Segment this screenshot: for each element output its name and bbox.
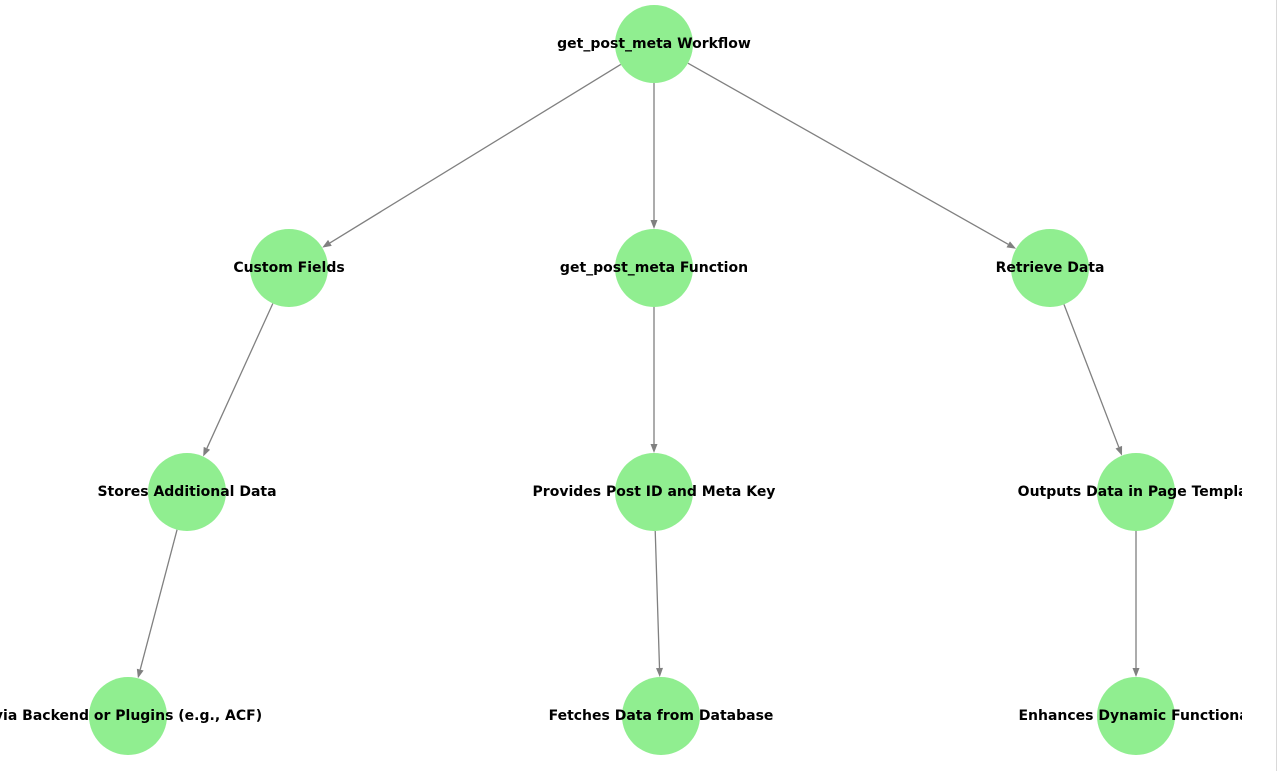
edge-stores-to-backend — [139, 529, 178, 670]
node-provides — [615, 453, 693, 531]
node-backend — [89, 677, 167, 755]
edge-custom-fields-to-stores — [206, 303, 274, 449]
node-stores — [148, 453, 226, 531]
arrowhead-stores-to-backend — [136, 668, 144, 679]
edge-retrieve-to-outputs — [1063, 304, 1120, 448]
node-label-stores: Stores Additional Data — [97, 484, 276, 500]
node-root — [615, 5, 693, 83]
node-enhances — [1097, 677, 1175, 755]
node-label-custom-fields: Custom Fields — [233, 260, 344, 276]
node-label-provides: Provides Post ID and Meta Key — [533, 484, 776, 500]
arrowhead-root-to-retrieve — [1006, 241, 1017, 249]
node-label-function: get_post_meta Function — [560, 260, 748, 276]
edge-root-to-custom-fields — [329, 63, 622, 244]
node-function — [615, 229, 693, 307]
node-label-root: get_post_meta Workflow — [557, 36, 751, 52]
arrowhead-outputs-to-enhances — [1132, 668, 1140, 677]
arrowhead-root-to-custom-fields — [322, 239, 332, 248]
node-label-outputs: Outputs Data in Page Templat — [1018, 484, 1255, 500]
node-fetches — [622, 677, 700, 755]
arrowhead-custom-fields-to-stores — [203, 446, 211, 457]
edge-provides-to-fetches — [654, 530, 661, 669]
arrowhead-provides-to-fetches — [656, 667, 663, 678]
node-label-enhances: Enhances Dynamic Functional — [1018, 708, 1253, 724]
arrowhead-function-to-provides — [650, 444, 658, 453]
edges-layer — [136, 62, 1140, 679]
arrowhead-root-to-function — [650, 220, 658, 229]
node-retrieve — [1011, 229, 1089, 307]
arrowhead-retrieve-to-outputs — [1115, 445, 1123, 456]
node-label-backend: via Backend or Plugins (e.g., ACF) — [0, 708, 262, 724]
node-label-retrieve: Retrieve Data — [996, 260, 1105, 276]
node-outputs — [1097, 453, 1175, 531]
node-custom-fields — [250, 229, 328, 307]
nodes-layer — [89, 5, 1175, 755]
node-label-fetches: Fetches Data from Database — [549, 708, 774, 724]
edge-root-to-retrieve — [687, 62, 1009, 245]
right-edge-rule — [1276, 0, 1277, 771]
